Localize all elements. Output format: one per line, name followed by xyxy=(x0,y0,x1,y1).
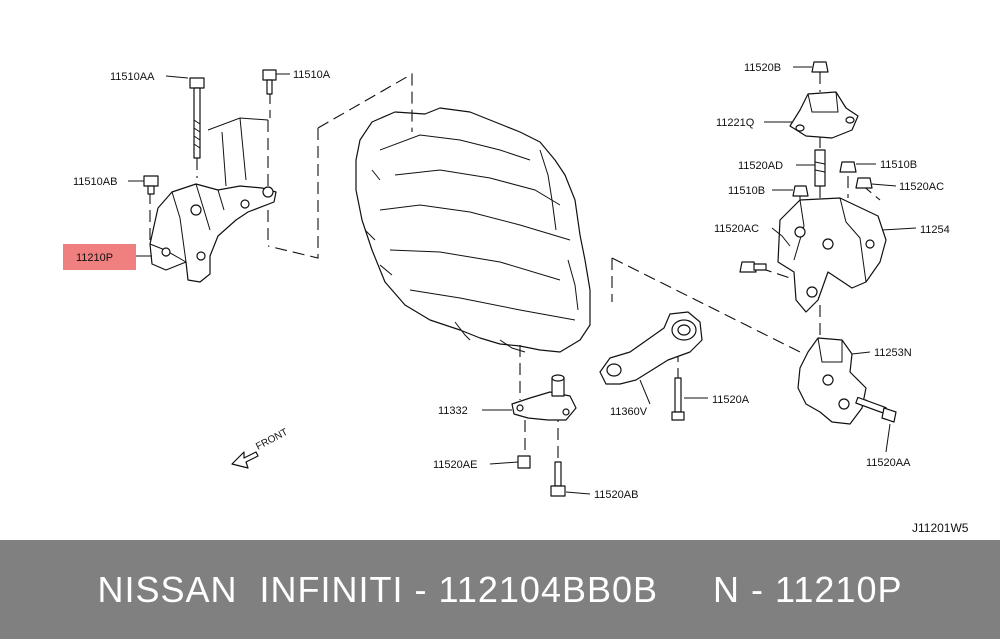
bolt-11520AA xyxy=(855,396,897,423)
label-11510AB: 11510AB xyxy=(73,176,117,188)
parts-diagram: 11510AA 11510A 11510AB 11210P 11520B 112… xyxy=(63,61,969,535)
bracket-11332 xyxy=(511,374,577,421)
label-11520B: 11520B xyxy=(744,62,781,74)
engine-block xyxy=(355,107,591,353)
nut-11510B-right xyxy=(839,161,857,173)
front-arrow: FRONT xyxy=(231,427,290,469)
label-11510B-left: 11510B xyxy=(728,185,765,197)
label-11520A: 11520A xyxy=(712,394,750,406)
label-11520AC-left: 11520AC xyxy=(714,223,759,235)
label-11520AC-right: 11520AC xyxy=(899,181,944,193)
label-11520AD: 11520AD xyxy=(738,160,783,172)
label-11510A: 11510A xyxy=(293,69,331,81)
bolt-11510A xyxy=(262,69,277,95)
torque-rod-11360V xyxy=(599,311,703,385)
leader-lines xyxy=(128,66,917,495)
label-11360V: 11360V xyxy=(610,406,648,418)
highlight-box-11210P xyxy=(63,244,136,270)
footer-part-number-text: NISSAN INFINITI - 112104BB0B N - 11210P xyxy=(97,568,903,610)
bracket-11254 xyxy=(777,197,887,313)
stud-11520AD xyxy=(814,149,826,187)
nut-11520B xyxy=(811,61,829,73)
bolt-11520AC-left xyxy=(739,261,767,273)
label-11520AA: 11520AA xyxy=(866,457,911,469)
label-11520AE: 11520AE xyxy=(433,459,477,471)
label-11221Q: 11221Q xyxy=(716,117,755,129)
footer-bar: NISSAN INFINITI - 112104BB0B N - 11210P xyxy=(0,540,1000,639)
bolt-11520A xyxy=(671,377,685,421)
bolt-11510AA xyxy=(189,77,205,159)
label-11510B-right: 11510B xyxy=(880,159,917,171)
bolt-11510AB xyxy=(143,175,159,195)
label-11332: 11332 xyxy=(438,405,468,417)
front-label: FRONT xyxy=(254,427,290,453)
bolt-11520AB xyxy=(550,461,566,497)
bolt-11520AE xyxy=(517,455,531,469)
label-11520AB: 11520AB xyxy=(594,489,638,501)
label-11254: 11254 xyxy=(920,224,950,236)
label-11253N: 11253N xyxy=(874,347,912,359)
left-mount-bracket xyxy=(149,117,277,283)
label-11210P: 11210P xyxy=(76,252,113,264)
insulator-11221Q xyxy=(789,91,859,139)
label-11510AA: 11510AA xyxy=(110,71,155,83)
nut-11510B-left xyxy=(792,185,809,197)
mount-11253N xyxy=(797,337,867,425)
bolt-11520AC-right xyxy=(855,177,873,189)
diagram-code: J11201W5 xyxy=(912,521,969,535)
